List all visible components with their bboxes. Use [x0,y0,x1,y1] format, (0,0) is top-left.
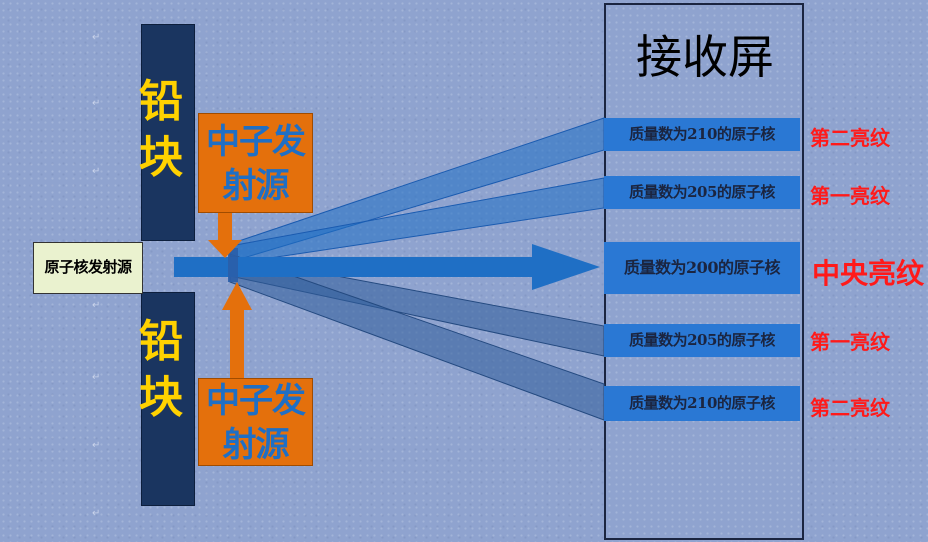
band-first-upper: 质量数为205的原子核 [604,176,800,209]
neutron-source-top-label: 中子发射源 [206,122,306,206]
band-label: 质量数为205的原子核 [629,183,775,201]
paragraph-mark-icon: ↵ [92,508,101,519]
paragraph-mark-icon: ↵ [92,98,101,109]
receiving-screen: 接收屏 [604,3,804,540]
band-label: 质量数为200的原子核 [624,258,780,277]
neutron-arrow-top-head [208,240,242,258]
fringe-label-first-lower: 第一亮纹 [810,330,890,354]
band-label: 质量数为210的原子核 [629,125,775,143]
band-label: 质量数为205的原子核 [629,331,775,349]
screen-title: 接收屏 [636,30,774,84]
neutron-source-top: 中子发射源 [198,113,313,213]
fringe-label-first-upper: 第一亮纹 [810,184,890,208]
fringe-label-second-upper: 第二亮纹 [810,126,890,150]
band-second-upper: 质量数为210的原子核 [604,118,800,151]
neutron-source-bottom-label: 中子发射源 [206,381,306,465]
lead-block-top-label: 铅块 [139,76,183,183]
central-beam-arrowhead [532,244,600,290]
paragraph-mark-icon: ↵ [92,440,101,451]
fringe-label-central: 中央亮纹 [812,257,925,290]
band-label: 质量数为210的原子核 [629,394,775,412]
neutron-arrow-bottom-head [222,282,252,310]
emission-point [228,248,238,282]
band-central: 质量数为200的原子核 [604,242,800,294]
paragraph-mark-icon: ↵ [92,372,101,383]
lead-block-bottom [141,292,195,506]
nucleus-source-label: 原子核发射源 [44,258,132,276]
neutron-arrow-bottom-shaft [230,306,244,380]
central-beam-shaft [174,257,534,277]
paragraph-mark-icon: ↵ [92,32,101,43]
lead-block-bottom-label: 铅块 [139,316,183,423]
lead-block-top [141,24,195,241]
paragraph-mark-icon: ↵ [92,166,101,177]
nucleus-source-box: 原子核发射源 [33,242,143,294]
neutron-source-bottom: 中子发射源 [198,378,313,466]
paragraph-mark-icon: ↵ [92,300,101,311]
band-first-lower: 质量数为205的原子核 [604,324,800,357]
fringe-label-second-lower: 第二亮纹 [810,396,890,420]
band-second-lower: 质量数为210的原子核 [604,386,800,421]
neutron-arrow-top-shaft [218,210,232,246]
